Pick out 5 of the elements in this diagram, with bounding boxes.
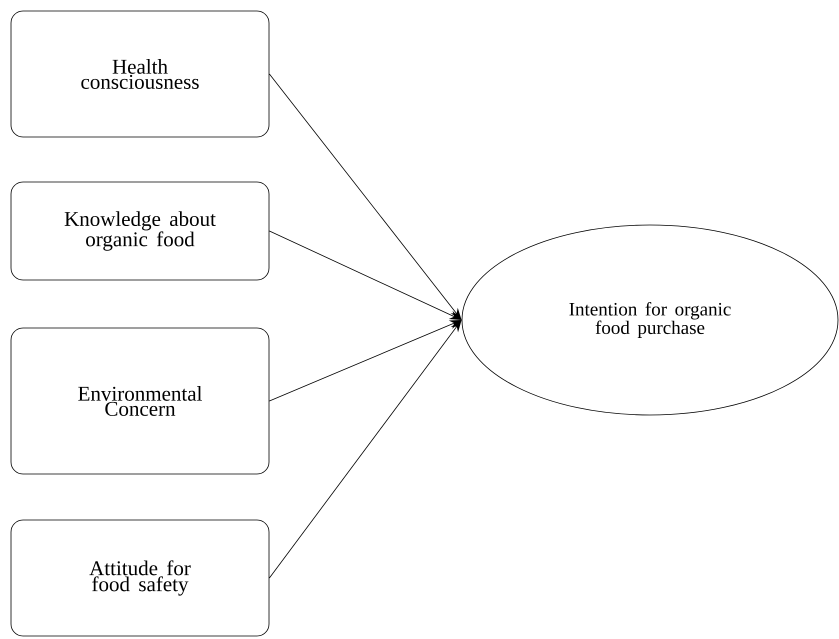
process-box: Knowledge about organic food [10, 182, 270, 280]
process-box: Health consciousness [10, 10, 270, 138]
ellipse-node: Intention for organic food purchase [462, 224, 838, 416]
process-box: Environmental Concern [10, 328, 270, 474]
process-box: Attitude for food safety [10, 520, 270, 636]
